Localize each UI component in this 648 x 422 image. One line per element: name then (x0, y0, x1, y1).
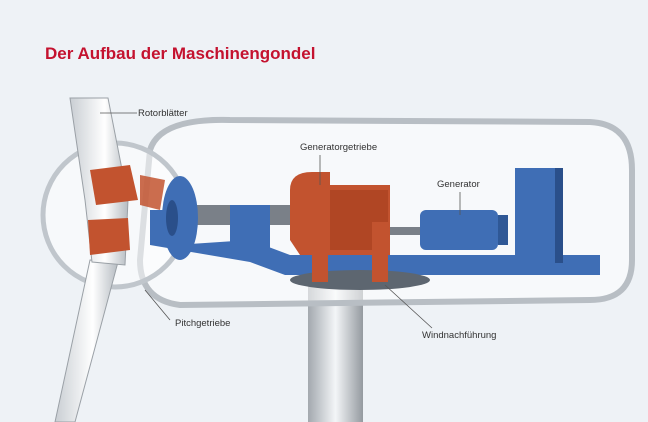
rotor-bearing (162, 176, 198, 260)
label-gearbox: Generatorgetriebe (300, 142, 378, 153)
tower (308, 285, 363, 422)
yaw-bearing (290, 270, 430, 290)
leader-lines (100, 112, 461, 329)
machine-frame (150, 210, 600, 275)
generator (420, 210, 498, 250)
label-generator: Generator (437, 179, 480, 190)
label-pitch-drive: Pitchgetriebe (175, 318, 231, 329)
bearing-support (230, 205, 270, 250)
pitch-drive-upper (90, 165, 138, 205)
label-rotor-blades: Rotorblätter (138, 108, 188, 119)
pitch-drive-lower (88, 218, 130, 255)
pitch-drive-right (140, 175, 165, 210)
rotor-blade-lower (54, 259, 119, 422)
coupling (390, 227, 422, 235)
label-yaw-drive: Windnachführung (422, 330, 497, 341)
yaw-drive-right (372, 222, 388, 282)
diagram-title: Der Aufbau der Maschinengondel (45, 44, 316, 63)
yaw-drive-left (312, 222, 328, 282)
